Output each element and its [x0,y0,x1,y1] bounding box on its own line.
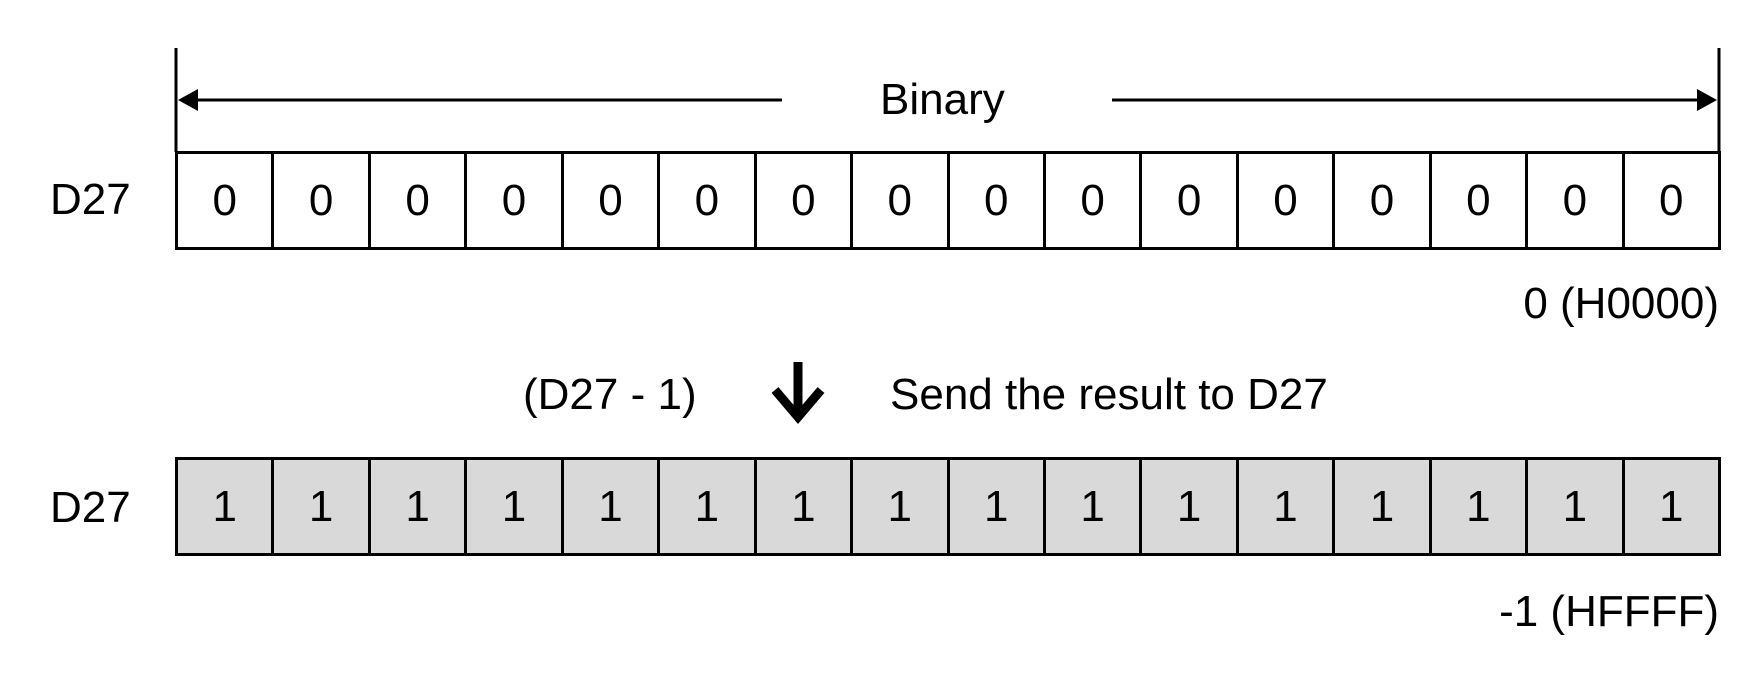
bit-cell: 1 [657,460,754,553]
bit-cell: 1 [1525,460,1622,553]
bit-cell: 0 [367,154,464,247]
bit-cell: 1 [1428,460,1526,553]
register-label-after: D27 [50,483,131,532]
bit-cell: 1 [1235,460,1333,553]
bit-cell: 1 [178,460,272,553]
value-before: 0 (H0000) [1523,279,1719,328]
operation-description: Send the result to D27 [890,370,1328,419]
register-label-before: D27 [50,175,131,224]
bit-cell: 1 [1332,460,1429,553]
bit-cell: 0 [1139,154,1235,247]
bit-cell: 0 [212,175,237,225]
bit-cell: 0 [1235,154,1332,247]
bit-cell: 0 [1042,154,1139,247]
bit-cell: 0 [946,154,1043,247]
bit-cell: 0 [464,154,560,247]
bit-cell: 1 [850,460,947,553]
bit-cell: 0 [1428,154,1525,247]
bit-cell: 1 [1139,460,1236,553]
binary-arrowhead-right [1697,89,1717,111]
binary-label: Binary [880,75,1005,124]
bit-cell: 1 [753,460,851,553]
bit-cell: 0 [850,154,946,247]
bit-cell: 0 [1525,154,1621,247]
bit-cell: 1 [1042,460,1140,553]
bit-cell: 0 [1621,154,1718,247]
value-after: -1 (HFFFF) [1499,587,1719,636]
binary-arrowhead-left [178,89,198,111]
bit-cell: 1 [946,460,1043,553]
bit-cell: 1 [560,460,658,553]
bit-cell: 0 [657,154,753,247]
bit-cell: 1 [367,460,465,553]
bit-cell: 0 [271,154,367,247]
operation-expression: (D27 - 1) [523,370,697,419]
down-arrow-icon [771,362,825,424]
bit-cell: 0 [753,154,850,247]
bit-cell: 0 [1332,154,1428,247]
bit-cell: 1 [271,460,368,553]
bit-cell: 0 [560,154,657,247]
bit-cell: 1 [1621,460,1718,553]
bit-cell: 1 [464,460,561,553]
